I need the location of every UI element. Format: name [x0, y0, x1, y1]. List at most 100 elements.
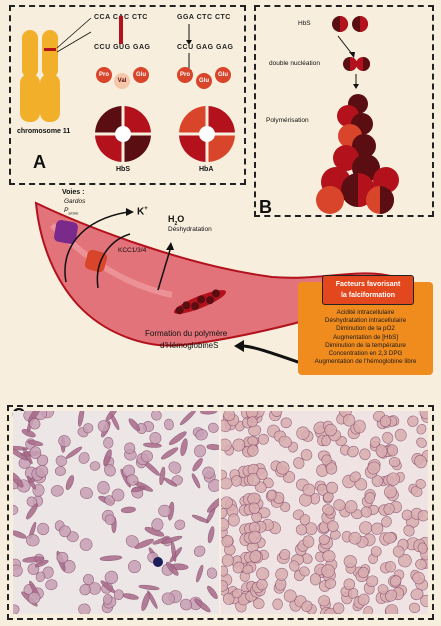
red-blood-cell: [348, 531, 362, 545]
psickle-label: Psickle: [64, 207, 79, 216]
red-blood-cell: [125, 535, 139, 548]
normal-blood-smear: [221, 411, 428, 614]
red-blood-cell: [55, 455, 67, 467]
red-blood-cell: [58, 435, 71, 448]
red-blood-cell: [278, 435, 292, 448]
red-blood-cell: [111, 488, 125, 502]
red-blood-cell: [415, 559, 427, 570]
red-blood-cell: [256, 467, 268, 481]
red-blood-cell: [221, 580, 229, 592]
red-blood-cell: [385, 604, 399, 614]
red-blood-cell: [27, 591, 41, 605]
sickle-red-cell: [180, 438, 188, 457]
red-blood-cell: [245, 411, 259, 419]
red-blood-cell: [403, 524, 415, 537]
red-blood-cell: [206, 567, 218, 579]
red-blood-cell: [324, 423, 337, 437]
red-blood-cell: [221, 565, 229, 577]
red-blood-cell: [289, 560, 300, 572]
amino-glu-hbs: Glu: [133, 67, 149, 83]
red-blood-cell: [247, 436, 258, 446]
nucleation-label: double nucléation: [269, 60, 320, 67]
red-blood-cell: [283, 589, 297, 603]
sickle-red-cell: [77, 411, 85, 427]
red-blood-cell: [149, 432, 162, 445]
red-blood-cell: [82, 423, 94, 434]
red-blood-cell: [151, 518, 164, 532]
red-blood-cell: [223, 411, 236, 421]
red-blood-cell: [29, 418, 41, 430]
sickle-red-cell: [194, 598, 211, 613]
red-blood-cell: [321, 454, 332, 466]
red-blood-cell: [367, 461, 381, 475]
sickle-red-cell: [22, 447, 33, 465]
red-blood-cell: [327, 520, 339, 532]
red-blood-cell: [276, 461, 290, 475]
sickle-red-cell: [128, 418, 140, 432]
sickle-red-cell: [159, 466, 166, 486]
red-blood-cell: [249, 550, 262, 563]
red-blood-cell: [230, 475, 243, 487]
red-blood-cell: [113, 589, 124, 600]
red-blood-cell: [79, 584, 91, 596]
red-blood-cell: [417, 510, 428, 522]
red-blood-cell: [410, 588, 424, 601]
red-blood-cell: [13, 604, 20, 614]
sickle-red-cell: [206, 444, 219, 451]
chromosome-illustration: [20, 30, 60, 122]
red-blood-cell: [386, 472, 400, 486]
sickle-red-cell: [13, 472, 24, 488]
amino-pro-hbs: Pro: [96, 67, 112, 83]
sickle-red-cell: [122, 593, 139, 600]
red-blood-cell: [227, 513, 240, 527]
red-blood-cell: [161, 592, 175, 605]
factor-item: Acidité intracellulaire: [336, 309, 395, 316]
red-blood-cell: [195, 429, 208, 441]
red-blood-cell: [78, 603, 91, 614]
red-blood-cell: [375, 444, 388, 458]
sickle-red-cell: [13, 447, 28, 461]
red-blood-cell: [382, 431, 394, 444]
red-blood-cell: [266, 489, 277, 501]
red-blood-cell: [383, 503, 395, 515]
sickle-red-cell: [138, 584, 160, 591]
red-blood-cell: [202, 466, 215, 479]
red-blood-cell: [332, 602, 345, 614]
red-blood-cell: [415, 479, 426, 489]
formation-label-line1: Formation du polymère: [145, 329, 228, 338]
red-blood-cell: [417, 542, 428, 554]
hba-codons-bottom: CCU GAG GAG: [177, 44, 234, 51]
red-blood-cell: [293, 457, 305, 469]
red-blood-cell: [104, 514, 116, 525]
red-blood-cell: [347, 445, 359, 458]
red-blood-cell: [412, 571, 425, 585]
sickle-red-cell: [166, 561, 179, 576]
red-blood-cell: [221, 438, 232, 452]
red-blood-cell: [126, 474, 139, 486]
red-blood-cell: [301, 600, 313, 612]
red-blood-cell: [324, 578, 337, 589]
red-blood-cell: [321, 564, 335, 578]
red-blood-cell: [221, 496, 233, 509]
red-blood-cell: [248, 502, 260, 515]
sickle-red-cell: [160, 447, 179, 460]
hba-codons-top: GGA CTC CTC: [177, 14, 231, 21]
panel-c: [7, 405, 434, 620]
red-blood-cell: [416, 423, 427, 435]
factors-title: Facteurs favorisant la falciformation: [322, 275, 414, 305]
sickle-blood-smear: [13, 411, 219, 614]
sickle-red-cell: [192, 458, 203, 472]
amino-glu-hba-1: Glu: [196, 73, 212, 89]
red-blood-cell: [302, 535, 315, 548]
red-blood-cell: [249, 521, 261, 534]
red-blood-cell: [349, 471, 361, 483]
sickle-red-cell: [26, 503, 39, 520]
red-blood-cell: [248, 530, 262, 544]
red-blood-cell: [357, 593, 370, 606]
red-blood-cell: [180, 598, 193, 611]
red-blood-cell: [388, 456, 401, 468]
red-blood-cell: [333, 499, 346, 511]
water-label: H2O: [168, 214, 185, 227]
red-blood-cell: [279, 549, 291, 561]
red-blood-cell: [13, 504, 19, 515]
